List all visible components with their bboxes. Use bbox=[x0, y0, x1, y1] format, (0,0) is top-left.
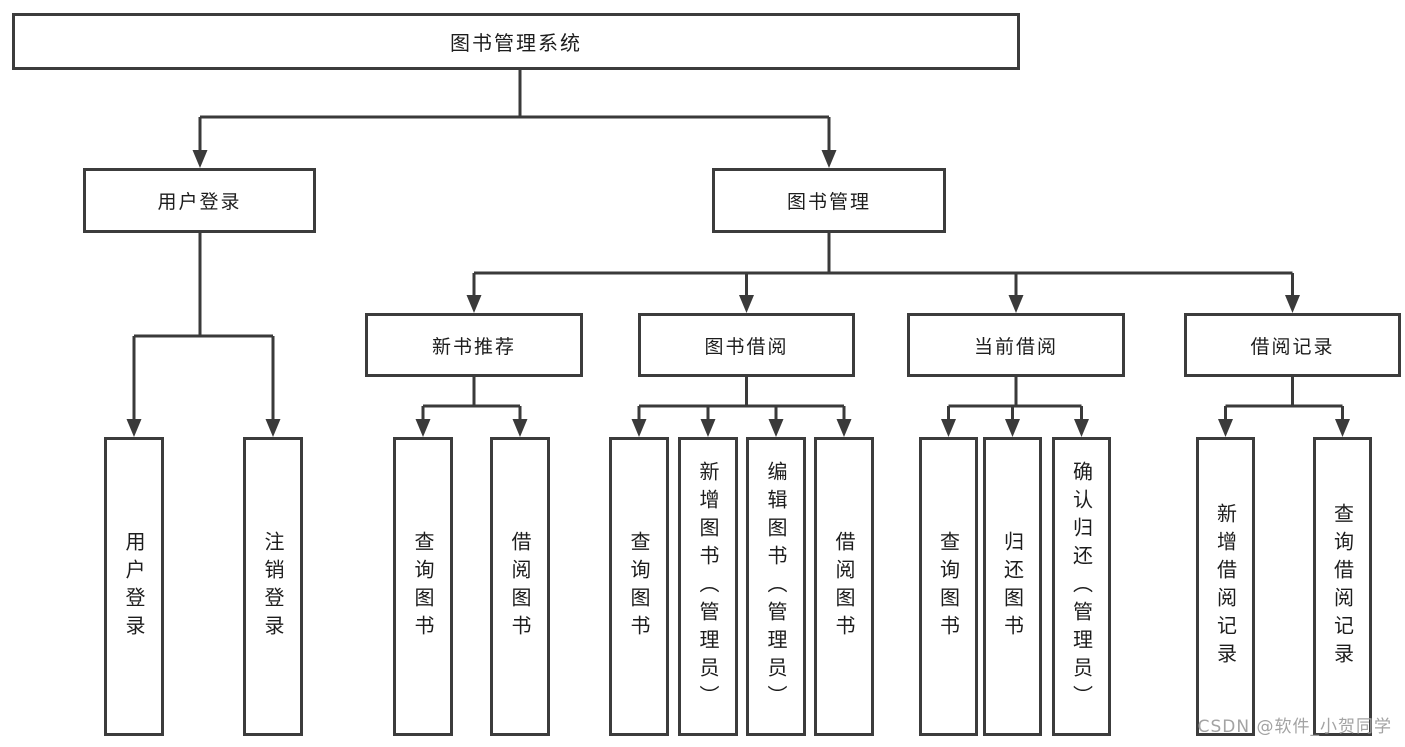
node-leaf-return-books: 归还图书 bbox=[983, 437, 1042, 736]
node-user-login: 用户登录 bbox=[83, 168, 316, 233]
node-leaf-add-books-admin: 新增图书（管理员） bbox=[678, 437, 738, 736]
node-leaf-add-borrow-record: 新增借阅记录 bbox=[1196, 437, 1255, 736]
node-leaf-borrow-books: 借阅图书 bbox=[814, 437, 874, 736]
node-leaf-query-books-recommend: 查询图书 bbox=[393, 437, 453, 736]
node-leaf-user-login: 用户登录 bbox=[104, 437, 164, 736]
node-leaf-edit-books-admin: 编辑图书（管理员） bbox=[746, 437, 806, 736]
node-borrowing-records: 借阅记录 bbox=[1184, 313, 1401, 377]
node-new-book-recommend: 新书推荐 bbox=[365, 313, 583, 377]
arrowheads bbox=[126, 150, 1350, 437]
node-current-borrowing: 当前借阅 bbox=[907, 313, 1125, 377]
watermark: CSDN @软件_小贺同学 bbox=[1197, 717, 1392, 737]
node-book-borrowing: 图书借阅 bbox=[638, 313, 855, 377]
node-leaf-borrow-books-recommend: 借阅图书 bbox=[490, 437, 550, 736]
node-leaf-query-borrow-record: 查询借阅记录 bbox=[1313, 437, 1372, 736]
node-leaf-confirm-return-admin: 确认归还（管理员） bbox=[1052, 437, 1111, 736]
node-leaf-query-books-borrowing: 查询图书 bbox=[609, 437, 669, 736]
node-leaf-query-books-current: 查询图书 bbox=[919, 437, 978, 736]
node-book-management: 图书管理 bbox=[712, 168, 946, 233]
node-library-management-system: 图书管理系统 bbox=[12, 13, 1020, 70]
node-leaf-logout: 注销登录 bbox=[243, 437, 303, 736]
